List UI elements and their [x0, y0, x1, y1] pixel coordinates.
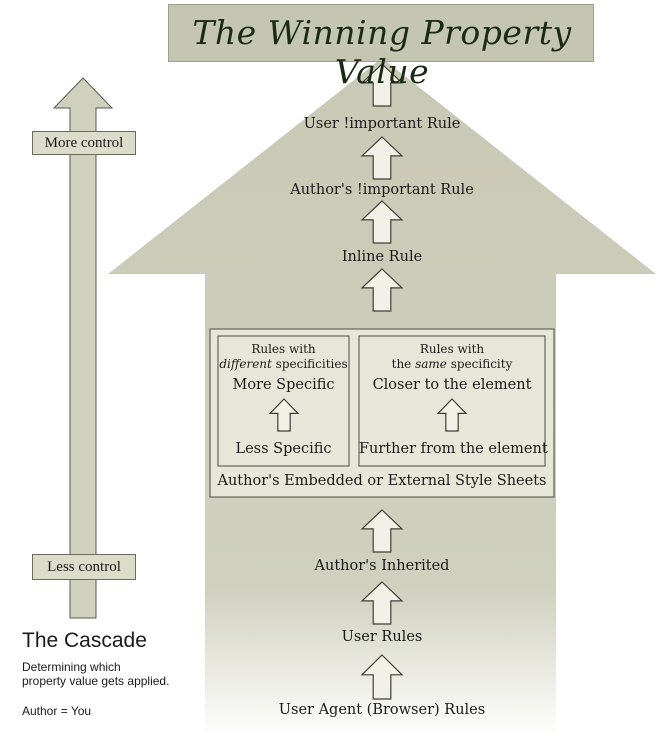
legend-desc-line1: Determining which [22, 660, 121, 674]
legend-note: Author = You [22, 704, 92, 718]
winning-value-banner: The Winning Property Value [168, 4, 594, 91]
up-arrow-to-winning [360, 63, 404, 107]
left-box-line2: different specificities [218, 357, 349, 372]
more-specific: More Specific [232, 377, 335, 393]
right-box-line2-em: same [415, 357, 447, 371]
up-arrow-to-user-important [360, 136, 404, 180]
level-author-important: Author's !important Rule [290, 182, 474, 198]
closer-to-element: Closer to the element [372, 377, 532, 393]
left-box-line2-em: different [219, 357, 272, 371]
control-arrow [52, 77, 114, 619]
level-user-important: User !important Rule [303, 116, 461, 132]
less-specific: Less Specific [235, 441, 332, 457]
up-arrow-to-user-rules [360, 654, 404, 700]
further-from-element: Further from the element [359, 441, 548, 457]
level-user-agent: User Agent (Browser) Rules [278, 702, 486, 718]
stylesheets-caption: Author's Embedded or External Style Shee… [217, 473, 547, 489]
up-arrow-proximity [436, 398, 468, 432]
banner-title: The Winning Property Value [192, 13, 572, 91]
up-arrow-specificity [268, 398, 300, 432]
up-arrow-to-inline [360, 268, 404, 312]
up-arrow-to-inherited [360, 581, 404, 625]
right-box-line2-pre: the [391, 357, 416, 371]
legend-desc-line2: property value gets applied. [22, 674, 170, 688]
left-box-line1: Rules with [251, 342, 316, 356]
level-author-inherited: Author's Inherited [314, 558, 450, 574]
level-inline: Inline Rule [341, 249, 423, 265]
right-box-line1: Rules with [419, 342, 485, 356]
right-box-line2-rest: specificity [446, 357, 513, 371]
more-control-label: More control [32, 131, 136, 155]
up-arrow-to-author-important [360, 200, 404, 244]
left-box-line2-rest: specificities [271, 357, 348, 371]
less-control-label: Less control [32, 554, 136, 580]
level-user-rules: User Rules [341, 629, 423, 645]
right-box-line2: the same specificity [359, 357, 545, 372]
legend-heading: The Cascade [22, 629, 147, 652]
up-arrow-to-stylesheets [360, 509, 404, 553]
